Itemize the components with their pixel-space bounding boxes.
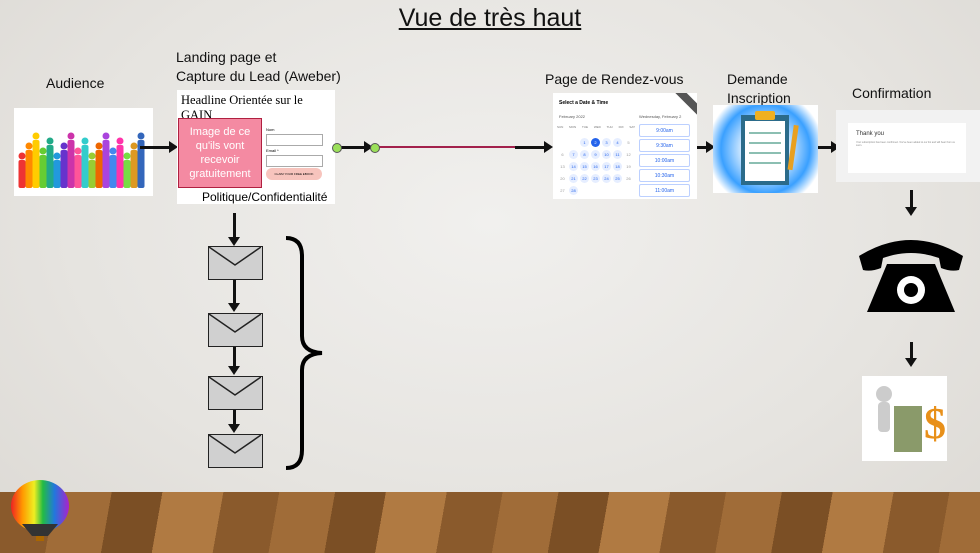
money-image: $ [862, 376, 947, 461]
email-envelope-icon [208, 246, 263, 280]
connector-line [374, 146, 547, 148]
calendar-day[interactable]: 4 [613, 138, 622, 147]
bracket-icon [285, 236, 323, 470]
name-label: Nom [266, 127, 275, 132]
calendar-mockup: Select a Date & Time February 2022 Wedne… [553, 93, 697, 199]
calendar-date-header: Wednesday, February 2 [639, 114, 682, 119]
svg-text:$: $ [924, 399, 946, 448]
inscription-label-line2: Inscription [727, 90, 791, 106]
calendar-day[interactable]: 3 [602, 138, 611, 147]
page-title: Vue de très haut [398, 4, 582, 32]
time-slot-button[interactable]: 11:00am [639, 184, 690, 197]
calendar-day[interactable]: 13 [560, 164, 565, 169]
audience-image [14, 108, 153, 196]
rdv-label: Page de Rendez-vous [545, 71, 684, 87]
calendar-day[interactable]: 23 [591, 174, 600, 183]
calendar-title: Select a Date & Time [559, 100, 609, 106]
connector-handle-start[interactable] [332, 143, 342, 153]
arrow-audience-to-landing [140, 141, 178, 153]
calendar-day[interactable]: 26 [626, 176, 631, 181]
time-slot-button[interactable]: 10:00am [639, 154, 690, 167]
connector-handle-end[interactable] [370, 143, 380, 153]
calendar-day[interactable]: 9 [591, 150, 600, 159]
weekday-label: SUN [557, 125, 564, 129]
inscription-label-line1: Demande [727, 71, 788, 87]
landing-label-line2: Capture du Lead (Aweber) [176, 68, 341, 84]
calendar-day[interactable]: 25 [613, 174, 622, 183]
calendar-day[interactable]: 19 [626, 164, 631, 169]
calendar-day[interactable]: 8 [580, 150, 589, 159]
weekday-label: THU [606, 125, 613, 129]
calendar-day[interactable]: 11 [613, 150, 622, 159]
arrow-rdv-to-inscription [697, 141, 715, 153]
clipboard-icon [741, 111, 799, 185]
weekday-label: MON [569, 125, 577, 129]
calendar-day[interactable]: 2 [591, 138, 600, 147]
telephone-icon [859, 240, 963, 312]
arrow-email-sequence [228, 280, 240, 312]
calendar-day[interactable]: 1 [580, 138, 589, 147]
name-input[interactable] [266, 134, 323, 146]
calendar-day[interactable]: 27 [560, 188, 565, 193]
time-slots: 9:00am 9:30am 10:00am 10:30am 11:00am [639, 124, 690, 197]
calendar-day[interactable]: 28 [569, 186, 578, 195]
people-silhouettes-icon [18, 132, 145, 188]
weekday-label: SAT [629, 125, 635, 129]
weekday-label: WED [593, 125, 601, 129]
balloon-logo-icon [11, 480, 69, 541]
claim-button[interactable]: CLAIM YOUR FREE EBOOK [266, 168, 322, 180]
calendar-day[interactable]: 24 [602, 174, 611, 183]
arrow-to-calendar [515, 141, 553, 153]
email-label: Email * [266, 148, 279, 153]
privacy-link[interactable]: Politique/Confidentialité [202, 190, 328, 204]
time-slot-button[interactable]: 9:00am [639, 124, 690, 137]
calendar-day[interactable]: 7 [569, 150, 578, 159]
weekday-label: TUE [582, 125, 588, 129]
calendar-day[interactable]: 15 [580, 162, 589, 171]
clipboard-image [713, 105, 818, 193]
arrow-email-sequence [228, 410, 240, 433]
money-icon: $ [876, 386, 946, 452]
confirmation-label: Confirmation [852, 85, 932, 101]
lead-magnet-image: Image de ce qu'ils vont recevoir gratuit… [178, 118, 262, 188]
landing-label: Landing page et Capture du Lead (Aweber) [176, 48, 341, 86]
arrow-landing-to-email1 [228, 213, 240, 246]
calendar-day[interactable]: 10 [602, 150, 611, 159]
arrow-email-sequence [228, 347, 240, 375]
thank-you-heading: Thank you [856, 131, 885, 137]
wood-floor [0, 492, 980, 553]
calendar-day[interactable]: 5 [627, 140, 630, 145]
confirmation-card: Thank you Your subscription has been con… [848, 123, 966, 173]
calendar-day[interactable]: 18 [613, 162, 622, 171]
arrow-inscription-to-confirmation [818, 141, 840, 153]
audience-label: Audience [46, 75, 105, 91]
confirmation-mockup: Thank you Your subscription has been con… [836, 110, 980, 182]
calendar-day[interactable]: 20 [560, 176, 565, 181]
calendar-day[interactable]: 21 [569, 174, 578, 183]
arrow-phone-to-money [905, 342, 917, 367]
calendar-day[interactable]: 16 [591, 162, 600, 171]
calendar-day[interactable]: 14 [569, 162, 578, 171]
arrow-landing-to-rdv [337, 141, 373, 153]
email-input[interactable] [266, 155, 323, 167]
weekday-label: FRI [618, 125, 624, 129]
thank-you-body: Your subscription has been confirmed. Yo… [856, 141, 955, 147]
time-slot-button[interactable]: 10:30am [639, 169, 690, 182]
calendar-day[interactable]: 12 [626, 152, 631, 157]
email-envelope-icon [208, 313, 263, 347]
landing-label-line1: Landing page et [176, 49, 277, 65]
email-envelope-icon [208, 434, 263, 468]
time-slot-button[interactable]: 9:30am [639, 139, 690, 152]
calendar-day[interactable]: 22 [580, 174, 589, 183]
calendar-day[interactable]: 17 [602, 162, 611, 171]
calendar-day[interactable]: 6 [561, 152, 564, 157]
weekday-row: SUN MON TUE WED THU FRI SAT [557, 125, 635, 129]
arrow-confirmation-to-phone [905, 190, 917, 216]
calendar-corner-ribbon [670, 93, 697, 116]
calendar-month: February 2022 [559, 114, 586, 119]
email-envelope-icon [208, 376, 263, 410]
